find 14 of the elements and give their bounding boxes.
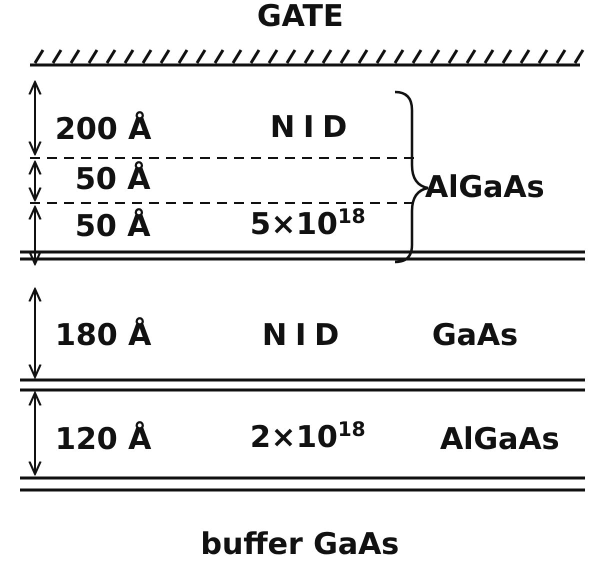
thickness-label: 50 Å — [75, 162, 150, 198]
material-label: GaAs — [432, 318, 518, 354]
material-label: buffer GaAs — [200, 527, 400, 563]
thickness-label: 180 Å — [55, 318, 152, 354]
thickness-label: 120 Å — [55, 422, 152, 458]
doping-label: NID — [270, 110, 356, 146]
gate-label: GATE — [257, 0, 344, 35]
doping-label: 2×10$^{18}$ — [250, 420, 366, 456]
thickness-label: 50 Å — [75, 209, 150, 245]
material-label: AlGaAs — [425, 170, 544, 206]
material-label: AlGaAs — [440, 422, 560, 458]
doping-label: NID — [262, 318, 348, 354]
thickness-label: 200 Å — [55, 112, 152, 148]
doping-label: 5×10$^{18}$ — [250, 207, 366, 243]
